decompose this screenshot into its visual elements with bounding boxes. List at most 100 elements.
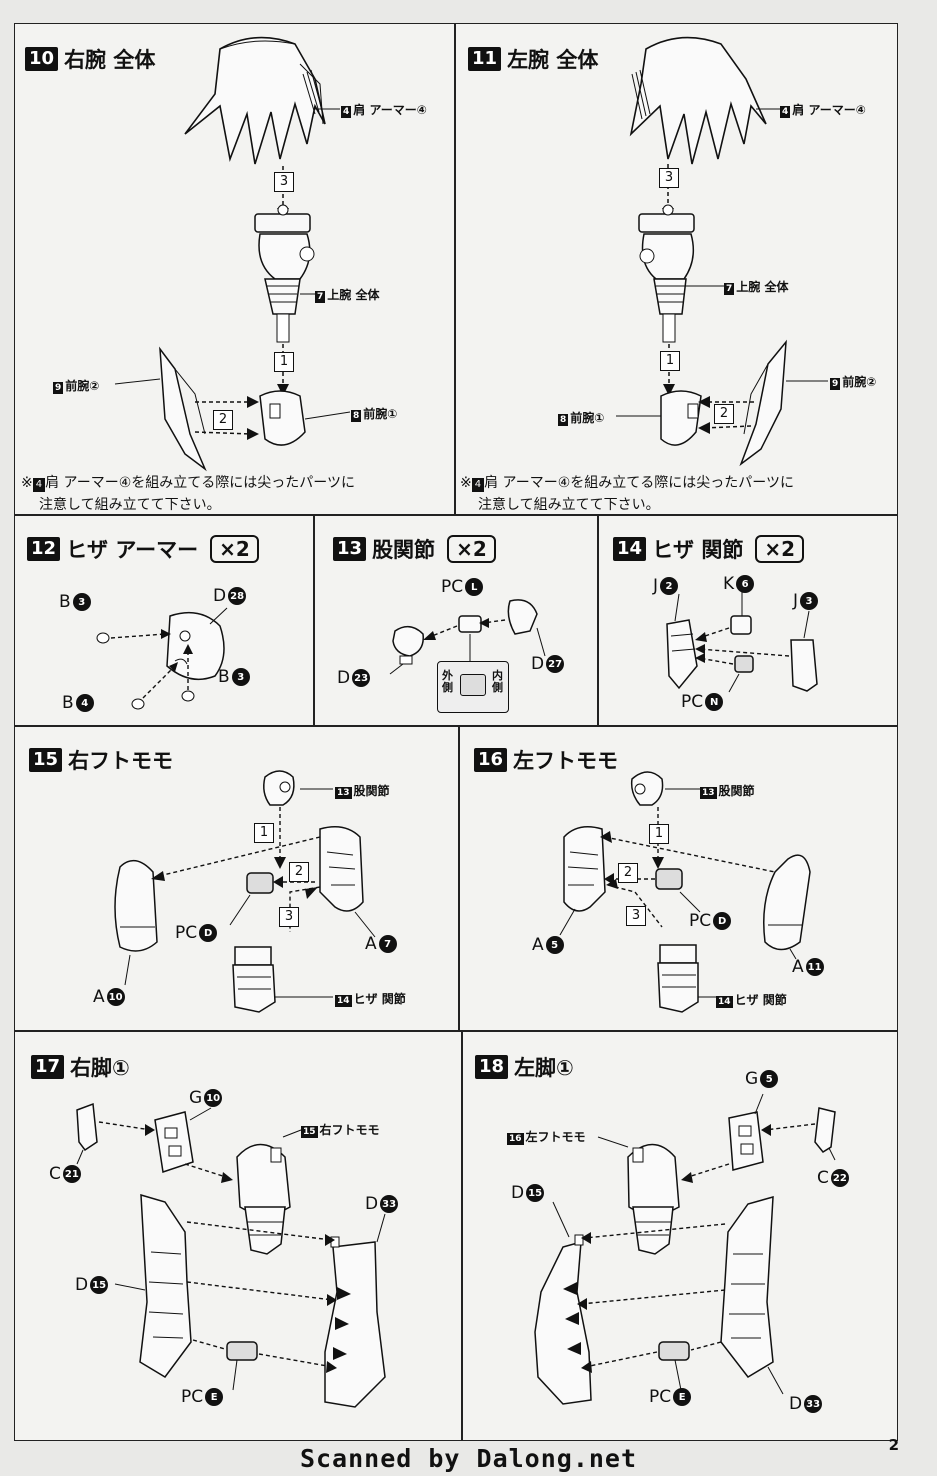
step-17-heading: 17 右脚① [31, 1052, 130, 1082]
step-arrow-2: 2 [289, 862, 309, 882]
step-number: 16 [474, 748, 508, 772]
left-leg-drawing [534, 1093, 836, 1405]
step-arrow-1: 1 [274, 352, 294, 372]
quantity-badge: ×2 [210, 535, 259, 563]
step-title: ヒザ アーマー [66, 538, 199, 562]
step-number: 10 [25, 47, 59, 71]
right-leg-drawing [76, 1102, 386, 1408]
step-arrow-2: 2 [213, 410, 233, 430]
step-title: 右フトモモ [68, 749, 174, 773]
step-arrow-2: 2 [618, 863, 638, 883]
step-title: 右脚① [70, 1056, 130, 1080]
left-arm-drawing [616, 36, 828, 467]
step-arrow-1: 1 [649, 824, 669, 844]
outer-side-label: 外側 [442, 669, 453, 694]
step-arrow-1: 1 [660, 351, 680, 371]
step-title: 右腕 全体 [64, 48, 156, 72]
knee-armor-drawing [96, 607, 228, 710]
knee-joint-drawing [666, 592, 818, 693]
step-number: 17 [31, 1055, 65, 1079]
quantity-badge: ×2 [755, 535, 805, 563]
step-title: 左フトモモ [513, 749, 619, 773]
step-11-heading: 11 左腕 全体 [468, 44, 598, 74]
step-title: 左腕 全体 [507, 48, 599, 72]
step-title: 左脚① [514, 1056, 574, 1080]
hip-joint-drawing [389, 599, 546, 675]
step-arrow-3: 3 [659, 168, 679, 188]
inner-side-label: 内側 [492, 669, 503, 694]
step-title: ヒザ 関節 [652, 538, 744, 562]
orientation-inset: 外側 内側 [437, 661, 509, 713]
step-arrow-2: 2 [714, 404, 734, 424]
scan-credit: Scanned by Dalong.net [299, 1444, 638, 1473]
quantity-badge: ×2 [447, 535, 496, 563]
step-arrow-3: 3 [626, 906, 646, 926]
shoulder-armor-drawing [114, 36, 351, 472]
pc-icon [460, 674, 486, 696]
page-number: 2 [888, 1436, 899, 1454]
right-thigh-drawing [114, 770, 376, 1013]
step-number: 11 [468, 47, 502, 71]
step-12-heading: 12 ヒザ アーマー ×2 [27, 534, 259, 564]
step-10-heading: 10 右腕 全体 [25, 44, 155, 74]
step-13-heading: 13 股関節 ×2 [333, 534, 496, 564]
step-arrow-3: 3 [279, 907, 299, 927]
step-title: 股関節 [372, 538, 436, 562]
step-number: 13 [333, 537, 367, 561]
step-number: 14 [613, 537, 647, 561]
step-number: 12 [27, 537, 61, 561]
step-number: 15 [29, 748, 63, 772]
step-arrow-1: 1 [254, 823, 274, 843]
step-18-heading: 18 左脚① [475, 1052, 574, 1082]
step-number: 18 [475, 1055, 509, 1079]
